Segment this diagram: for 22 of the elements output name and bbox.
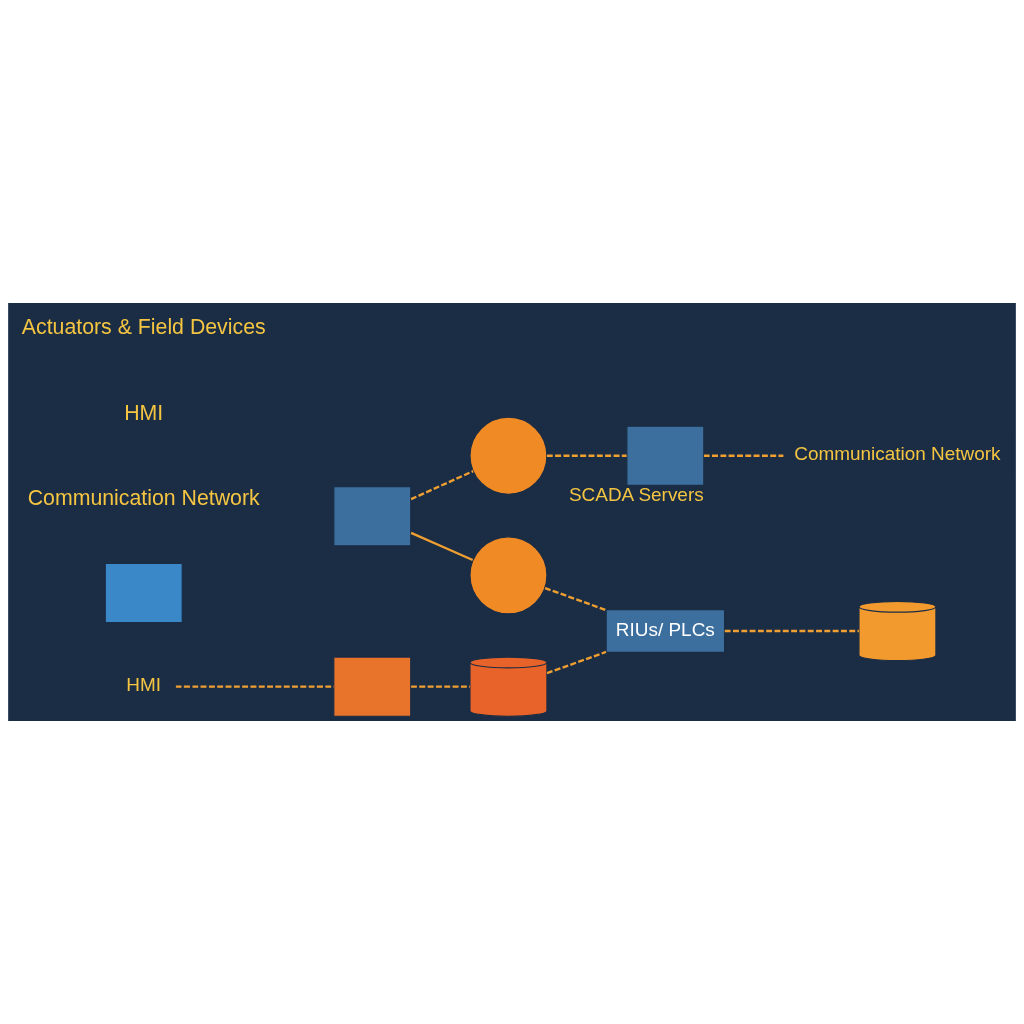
- node-label: SCADA Servers: [568, 483, 704, 505]
- connector: [724, 629, 859, 633]
- connector: [411, 685, 470, 688]
- node-text: Communication Network: [794, 443, 1001, 465]
- connector: [175, 685, 334, 688]
- node-box: [333, 656, 412, 717]
- connector: [410, 531, 474, 562]
- label: Actuators & Field Devices: [21, 315, 266, 340]
- label: Communication Network: [27, 485, 260, 510]
- node-circle: [469, 416, 548, 495]
- node-box: [626, 425, 705, 486]
- label: HMI: [124, 400, 164, 425]
- connector: [547, 454, 627, 457]
- node-circle: [469, 536, 548, 615]
- node-box: [104, 562, 183, 624]
- node-box: [333, 485, 412, 547]
- node-text: HMI: [126, 674, 162, 696]
- node-box: RIUs/ PLCs: [605, 609, 726, 653]
- connector: [546, 650, 607, 675]
- connector: [544, 587, 607, 612]
- connector: [410, 470, 474, 501]
- connector: [703, 454, 784, 457]
